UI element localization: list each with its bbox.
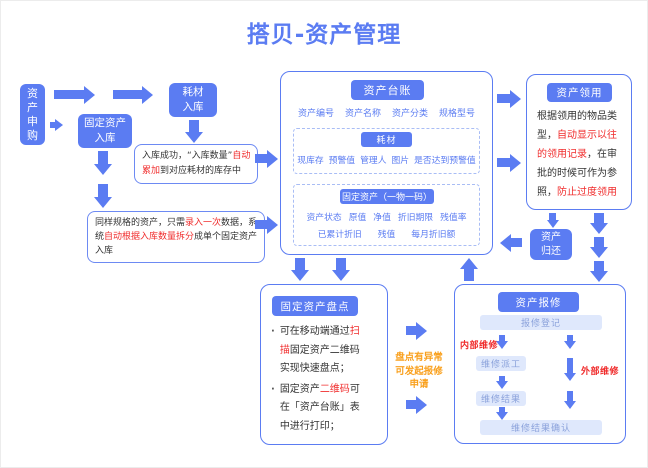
consumable-section-title: 耗材 <box>361 132 412 147</box>
field-label: 折旧期限 <box>397 213 434 223</box>
field-label: 每月折旧额 <box>411 230 456 240</box>
field-label: 是否达到预警值 <box>414 156 476 166</box>
ledger-consumable-section <box>293 128 480 174</box>
arrow-down-icon <box>98 184 108 197</box>
arrow-down-icon <box>499 335 505 341</box>
arrow-right-icon <box>113 90 142 99</box>
repair-step-result: 维修结果 <box>476 391 526 406</box>
arrow-down-icon <box>295 258 305 270</box>
arrow-down-icon <box>567 391 573 401</box>
field-label: 规格型号 <box>439 109 476 119</box>
field-label: 资产分类 <box>392 109 429 119</box>
arrow-down-icon <box>98 151 108 164</box>
repair-internal-label: 内部维修 <box>460 341 499 351</box>
node-asset-return: 资产 归还 <box>530 229 572 260</box>
field-label: 现库存 <box>297 156 324 166</box>
note-consumable-inbound: 入库成功，“入库数量”自动 累加到对应耗材的库存中 <box>134 144 259 184</box>
arrow-right-icon <box>255 220 267 229</box>
field-label: 残值 <box>377 230 396 240</box>
arrow-right-icon <box>497 94 510 103</box>
arrow-down-icon <box>499 376 505 381</box>
arrow-down-icon <box>336 258 346 270</box>
repair-step-register: 报修登记 <box>480 315 602 330</box>
arrow-down-icon <box>594 237 604 247</box>
ledger-common-fields: 资产编号资产名称 资产分类规格型号 <box>283 106 490 119</box>
ledger-title-button: 资产台账 <box>351 80 424 100</box>
arrow-down-icon <box>567 335 573 341</box>
field-label: 资产名称 <box>344 109 381 119</box>
node-consumable-inbound: 耗材 入库 <box>169 83 217 117</box>
requisition-description: 根据领用的物品类 型，自动显示以往 的领用记录，在审 批的时候可作为参 照，防止… <box>537 111 617 198</box>
repair-title-button: 资产报修 <box>498 292 579 312</box>
bullet-dot-icon: · <box>271 326 275 337</box>
requisition-title-button: 资产领用 <box>547 83 612 102</box>
page-title: 搭贝-资产管理 <box>246 22 402 48</box>
arrow-down-icon <box>594 213 604 223</box>
ledger-box <box>280 71 493 255</box>
inventory-bullet-item: · 可在移动端通过扫 描固定资产二维码 实现快速盘点； <box>271 323 360 379</box>
inventory-bullet-item: · 固定资产二维码可 在「资产台账」表 中进行打印； <box>271 381 360 437</box>
arrow-right-icon <box>50 122 55 128</box>
fixed-fields-row1: 资产状态原值净值折旧期限残值率 <box>295 210 478 223</box>
inventory-bullet-list: · 可在移动端通过扫 描固定资产二维码 实现快速盘点； · 固定资产二维码可 在… <box>271 323 360 436</box>
arrow-down-icon <box>594 261 604 271</box>
repair-step-confirm: 维修结果确认 <box>480 420 602 435</box>
ledger-fixed-section <box>293 184 480 246</box>
field-label: 残值率 <box>440 213 467 223</box>
arrow-down-icon <box>567 358 573 373</box>
field-label: 管理人 <box>360 156 387 166</box>
repair-external-label: 外部维修 <box>581 367 620 377</box>
field-label: 资产状态 <box>306 213 342 223</box>
field-label: 预警值 <box>328 156 356 166</box>
node-asset-purchase: 资 产 申 购 <box>20 84 45 145</box>
repair-step-dispatch: 维修派工 <box>476 356 526 371</box>
arrow-right-icon <box>255 154 267 163</box>
arrow-right-icon <box>54 90 84 99</box>
consumable-fields: 现库存预警值管理人图片是否达到预警值 <box>295 153 478 166</box>
arrow-left-icon <box>511 238 522 247</box>
fixed-section-title: 固定资产（一物一码） <box>340 189 434 204</box>
arrow-right-icon <box>406 400 416 409</box>
fixed-fields-row2: 已累计折旧 残值 每月折旧额 <box>295 227 478 240</box>
field-label: 净值 <box>373 213 391 223</box>
inventory-exception-note: 盘点有异常 可发起报修 申请 <box>395 352 443 390</box>
field-label: 已累计折旧 <box>317 230 362 240</box>
arrow-up-icon <box>464 269 474 281</box>
bullet-dot-icon: · <box>271 383 275 395</box>
bullet-text: 固定资产二维码可 在「资产台账」表 中进行打印； <box>279 383 360 432</box>
note-fixed-inbound: 同样规格的资产，只需录入一次数据，系 统自动根据入库数量拆分成单个固定资产 入库 <box>87 211 266 263</box>
arrow-down-icon <box>549 213 556 220</box>
arrow-right-icon <box>406 326 416 335</box>
inventory-title-button: 固定资产盘点 <box>272 296 358 316</box>
bullet-text: 可在移动端通过扫 描固定资产二维码 实现快速盘点； <box>279 326 360 374</box>
node-fixed-asset-inbound: 固定资产 入库 <box>78 114 132 148</box>
field-label: 原值 <box>348 213 367 223</box>
arrow-down-icon <box>499 407 505 412</box>
field-label: 资产编号 <box>297 109 334 119</box>
arrow-down-icon <box>189 120 199 132</box>
field-label: 图片 <box>391 156 410 166</box>
arrow-right-icon <box>497 158 510 167</box>
